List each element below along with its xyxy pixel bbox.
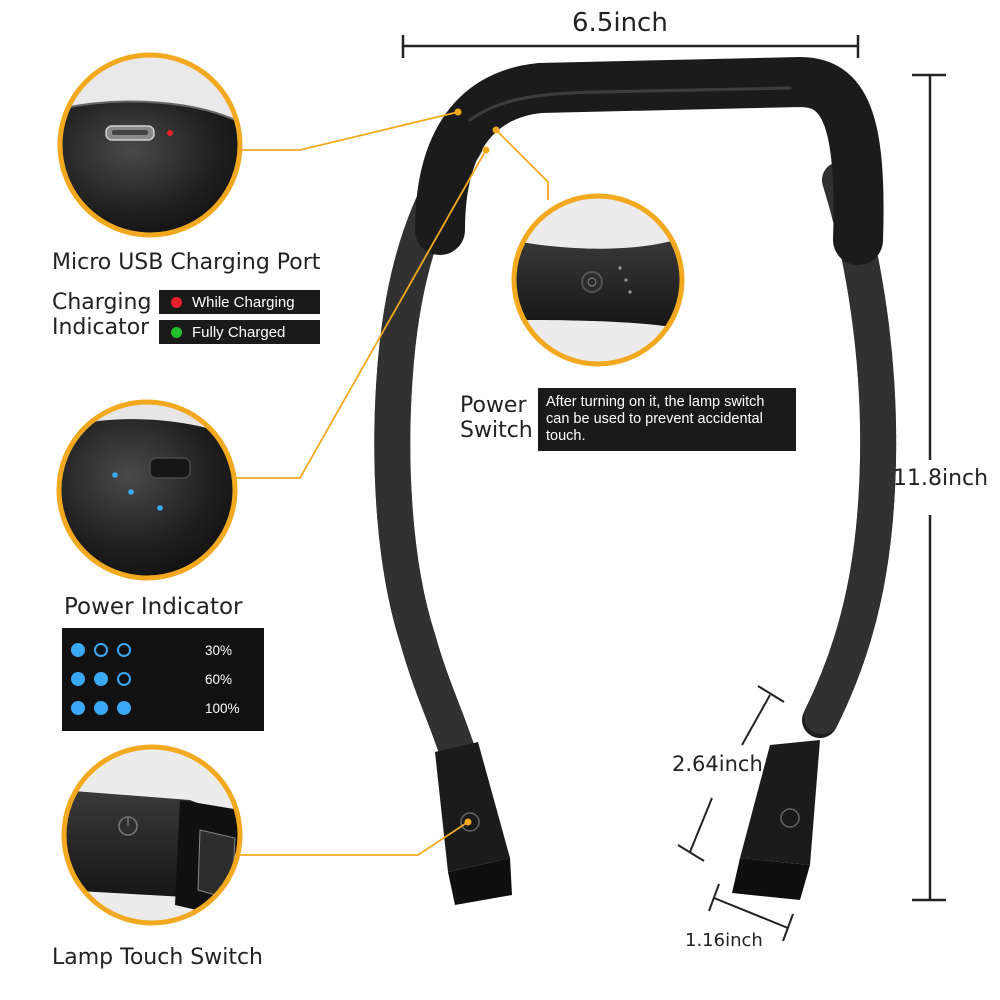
leader-lines: [236, 111, 549, 856]
left-lamp-head: [435, 742, 512, 905]
power-switch-zoom-circle: [511, 193, 685, 367]
right-lamp-head: [732, 740, 820, 900]
charging-indicator-label: Charging Indicator: [52, 290, 152, 340]
power-level-percent: 30%: [205, 642, 233, 658]
height-dimension-line: [912, 73, 946, 902]
battery-dot-icon: [117, 643, 131, 657]
battery-dot-icon: [94, 701, 108, 715]
battery-dot-icon: [117, 672, 131, 686]
power-level-row-100: 100%: [62, 694, 264, 722]
power-level-table: 30% 60% 100%: [62, 628, 264, 731]
height-label: 11.8inch: [893, 466, 989, 491]
head-length-label: 2.64inch: [672, 752, 763, 776]
fully-charged-label: Fully Charged: [192, 323, 286, 341]
battery-dot-icon: [71, 672, 85, 686]
lamp-switch-zoom-circle: [61, 744, 243, 926]
power-level-row-60: 60%: [62, 665, 264, 693]
power-indicator-title: Power Indicator: [64, 594, 243, 620]
power-level-row-30: 30%: [62, 636, 264, 664]
battery-dot-icon: [71, 643, 85, 657]
battery-dot-icon: [94, 643, 108, 657]
neck-lamp: [374, 56, 897, 778]
width-dimension-line: [401, 35, 860, 58]
green-dot-icon: [171, 326, 182, 338]
while-charging-label: While Charging: [192, 293, 295, 311]
usb-port-zoom-circle: [57, 52, 243, 238]
battery-dot-icon: [94, 672, 108, 686]
power-indicator-zoom-circle: [56, 399, 238, 581]
power-level-percent: 60%: [205, 671, 233, 687]
battery-dot-icon: [117, 701, 131, 715]
head-length-dimension-line: [677, 685, 785, 862]
width-label: 6.5inch: [572, 8, 668, 38]
lamp-touch-switch-title: Lamp Touch Switch: [52, 945, 263, 970]
while-charging-badge: While Charging: [159, 290, 320, 314]
usb-port-title: Micro USB Charging Port: [52, 250, 321, 275]
battery-dot-icon: [71, 701, 85, 715]
red-dot-icon: [171, 296, 182, 308]
head-width-label: 1.16inch: [685, 930, 763, 951]
power-switch-note: After turning on it, the lamp switch can…: [538, 388, 796, 451]
head-width-dimension-line: [708, 883, 794, 942]
fully-charged-badge: Fully Charged: [159, 320, 320, 344]
power-switch-title: Power Switch: [460, 393, 533, 443]
power-level-percent: 100%: [205, 700, 240, 716]
